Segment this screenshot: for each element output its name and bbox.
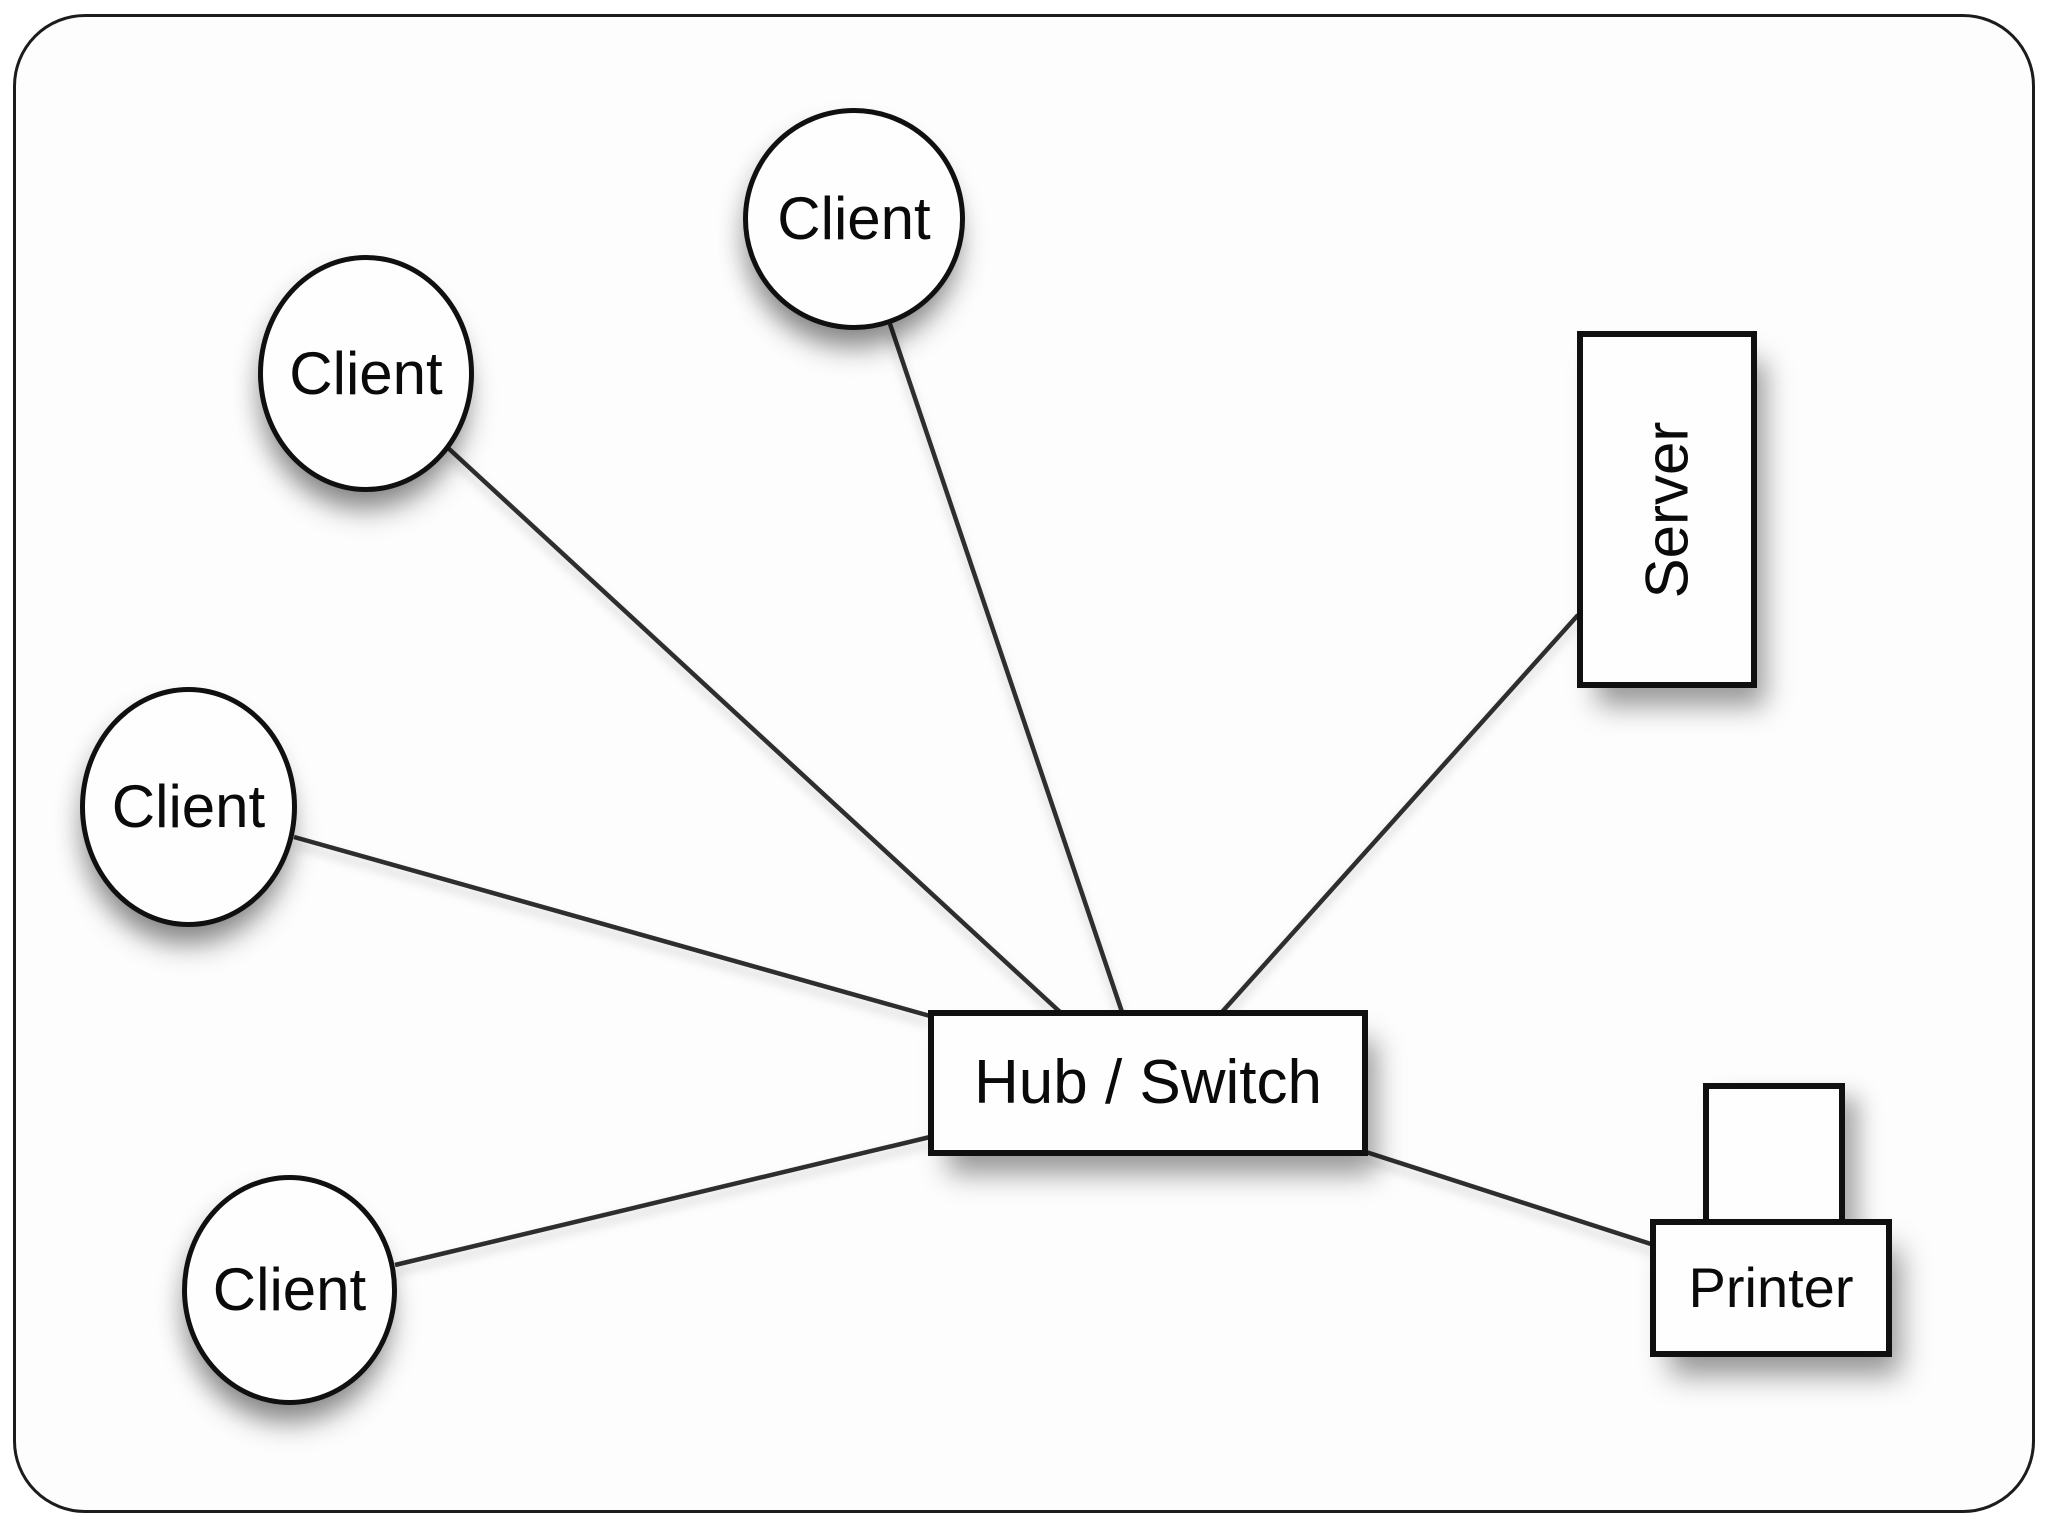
node-hub-switch: Hub / Switch [928,1010,1368,1156]
node-client-top: Client [743,108,965,330]
hub-switch-label: Hub / Switch [973,1048,1323,1117]
node-client-bottom-left: Client [182,1175,397,1405]
edge-hub-server [1220,613,1580,1014]
edge-client-upper-left-hub [445,445,1062,1014]
node-server: Server [1577,331,1757,688]
client-top-label: Client [777,185,931,252]
edge-client-bottom-left-hub [394,1134,931,1268]
edge-hub-printer [1365,1149,1655,1248]
printer-label: Printer [1688,1256,1854,1319]
printer-paper-tray [1703,1083,1845,1233]
node-client-upper-left: Client [258,255,474,492]
client-upper-left-label: Client [289,339,443,407]
edge-client-top-hub [887,323,1125,1013]
client-middle-left-label: Client [111,773,266,840]
node-printer: Printer [1650,1219,1892,1357]
client-bottom-left-label: Client [212,1256,367,1323]
server-label: Server [1633,421,1700,598]
edge-client-middle-left-hub [293,834,931,1019]
node-client-middle-left: Client [80,687,297,927]
